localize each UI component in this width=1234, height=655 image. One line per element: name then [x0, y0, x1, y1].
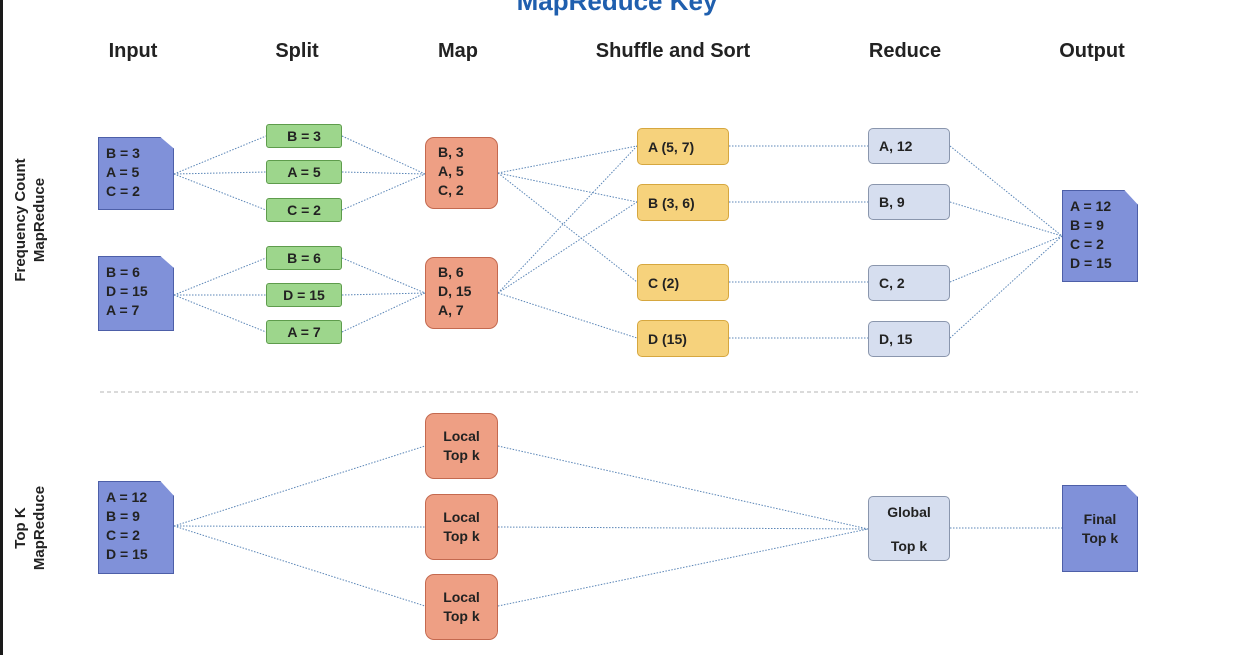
topk-map-to-reduce-lines	[497, 445, 869, 607]
left-border	[0, 0, 3, 655]
frequency-reduce-to-output-lines	[949, 145, 1063, 339]
header-map: Map	[438, 40, 478, 62]
split-block-5: D = 15	[266, 283, 342, 307]
frequency-shuffle-to-reduce-lines	[729, 145, 868, 339]
frequency-map-to-shuffle-lines	[497, 145, 638, 339]
map-node-2: B, 6 D, 15 A, 7	[425, 257, 498, 329]
header-input: Input	[108, 40, 158, 62]
reduce-node-d: D, 15	[868, 321, 950, 357]
header-split: Split	[275, 40, 319, 62]
header-output: Output	[1059, 40, 1125, 62]
final-topk-document: Final Top k	[1062, 485, 1138, 572]
split-block-1: B = 3	[266, 124, 342, 148]
diagram-title: MapReduce Key	[516, 0, 718, 16]
topk-input-to-map-lines	[173, 445, 426, 607]
input-document-2: B = 6 D = 15 A = 7	[98, 256, 174, 331]
frequency-split-to-map-lines	[341, 135, 426, 333]
global-topk-node: Global Top k	[868, 496, 950, 561]
split-block-3: C = 2	[266, 198, 342, 222]
topk-input-document: A = 12 B = 9 C = 2 D = 15	[98, 481, 174, 574]
shuffle-group-b: B (3, 6)	[637, 184, 729, 221]
split-block-4: B = 6	[266, 246, 342, 270]
local-topk-node-2: Local Top k	[425, 494, 498, 560]
split-block-2: A = 5	[266, 160, 342, 184]
local-topk-node-1: Local Top k	[425, 413, 498, 479]
map-node-1: B, 3 A, 5 C, 2	[425, 137, 498, 209]
row-label-frequency: Frequency Count MapReduce	[12, 158, 48, 282]
shuffle-group-d: D (15)	[637, 320, 729, 357]
frequency-input2-to-split-lines	[173, 257, 267, 333]
shuffle-group-c: C (2)	[637, 264, 729, 301]
shuffle-group-a: A (5, 7)	[637, 128, 729, 165]
local-topk-node-3: Local Top k	[425, 574, 498, 640]
header-reduce: Reduce	[868, 40, 942, 62]
frequency-input1-to-split-lines	[173, 135, 267, 211]
reduce-node-a: A, 12	[868, 128, 950, 164]
output-document: A = 12 B = 9 C = 2 D = 15	[1062, 190, 1138, 282]
reduce-node-c: C, 2	[868, 265, 950, 301]
header-shuffle-and-sort: Shuffle and Sort	[595, 40, 751, 62]
split-block-6: A = 7	[266, 320, 342, 344]
reduce-node-b: B, 9	[868, 184, 950, 220]
input-document-1: B = 3 A = 5 C = 2	[98, 137, 174, 210]
row-label-topk: Top K MapReduce	[12, 485, 48, 571]
